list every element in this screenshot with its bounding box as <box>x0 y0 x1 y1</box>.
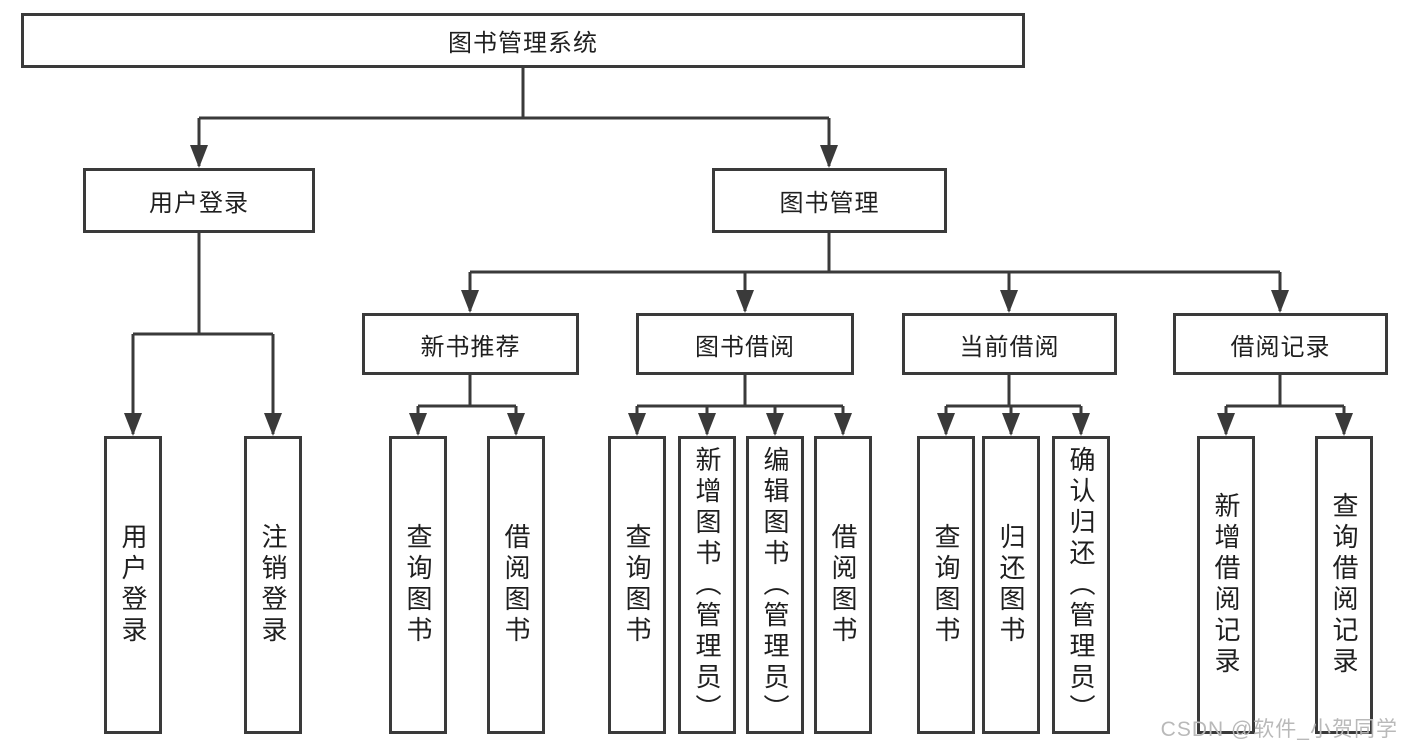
node-book-management: 图书管理 <box>712 168 947 233</box>
leaf-add-book-admin: 新增图书（管理员） <box>678 436 736 734</box>
node-new-book-recommend: 新书推荐 <box>362 313 579 375</box>
leaf-logout: 注销登录 <box>244 436 302 734</box>
node-root-label: 图书管理系统 <box>448 30 598 57</box>
leaf-query-borrow-record: 查询借阅记录 <box>1315 436 1373 734</box>
leaf-confirm-return-admin: 确认归还（管理员） <box>1052 436 1110 734</box>
node-book-borrow-label: 图书借阅 <box>695 333 795 361</box>
leaf-borrow-books: 借阅图书 <box>814 436 872 734</box>
leaf-borrow-books-label: 借阅图书 <box>828 523 858 647</box>
node-current-borrow: 当前借阅 <box>902 313 1117 375</box>
leaf-borrow-books-recommend: 借阅图书 <box>487 436 545 734</box>
leaf-add-borrow-record-label: 新增借阅记录 <box>1211 492 1241 678</box>
node-book-borrow: 图书借阅 <box>636 313 854 375</box>
leaf-logout-label: 注销登录 <box>258 523 288 647</box>
connector-lines <box>131 68 1346 434</box>
node-book-management-label: 图书管理 <box>779 190 880 217</box>
leaf-query-books-recommend-label: 查询图书 <box>403 523 433 647</box>
leaf-return-book: 归还图书 <box>982 436 1040 734</box>
leaf-user-login-label: 用户登录 <box>118 523 148 647</box>
leaf-confirm-return-admin-label: 确认归还（管理员） <box>1066 445 1096 725</box>
arrowhead-icons <box>124 145 1353 436</box>
leaf-query-borrow-record-label: 查询借阅记录 <box>1329 492 1359 678</box>
leaf-query-books-borrow: 查询图书 <box>608 436 666 734</box>
leaf-query-books-recommend: 查询图书 <box>389 436 447 734</box>
node-current-borrow-label: 当前借阅 <box>959 333 1060 361</box>
leaf-add-book-admin-label: 新增图书（管理员） <box>692 445 722 725</box>
csdn-watermark: CSDN @软件_小贺同学 <box>1160 718 1398 741</box>
leaf-borrow-books-recommend-label: 借阅图书 <box>501 523 531 647</box>
node-new-book-recommend-label: 新书推荐 <box>420 333 521 361</box>
node-borrow-records: 借阅记录 <box>1173 313 1388 375</box>
leaf-edit-book-admin-label: 编辑图书（管理员） <box>760 445 790 725</box>
leaf-return-book-label: 归还图书 <box>996 523 1026 647</box>
node-user-login-branch-label: 用户登录 <box>149 190 249 217</box>
node-root: 图书管理系统 <box>21 13 1025 68</box>
leaf-add-borrow-record: 新增借阅记录 <box>1197 436 1255 734</box>
leaf-query-books-current: 查询图书 <box>917 436 975 734</box>
leaf-edit-book-admin: 编辑图书（管理员） <box>746 436 804 734</box>
node-borrow-records-label: 借阅记录 <box>1230 333 1331 361</box>
leaf-query-books-borrow-label: 查询图书 <box>622 523 652 647</box>
leaf-user-login: 用户登录 <box>104 436 162 734</box>
node-user-login-branch: 用户登录 <box>83 168 315 233</box>
leaf-query-books-current-label: 查询图书 <box>931 523 961 647</box>
